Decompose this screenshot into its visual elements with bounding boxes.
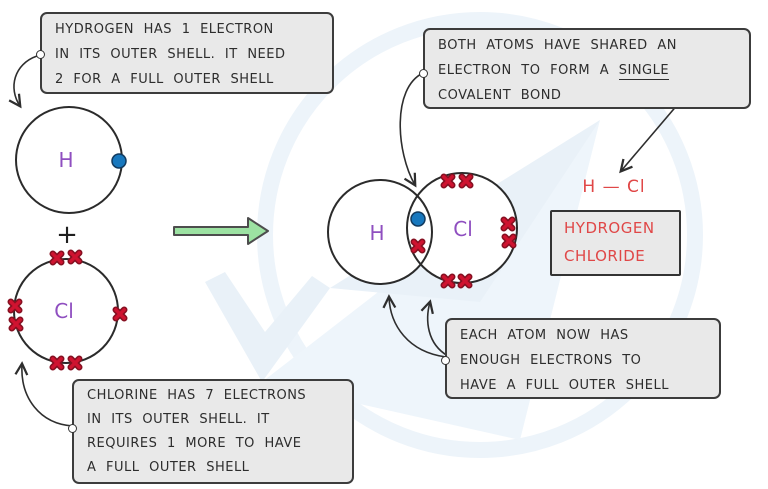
product-name-line: CHLORIDE <box>564 247 646 265</box>
molecule-electron-x <box>444 277 452 285</box>
arrow-chlorine-note <box>14 361 74 427</box>
note-line: COVALENT BOND <box>438 88 562 103</box>
molecule-electron-x <box>505 237 513 245</box>
chlorine-electron-x <box>12 320 20 328</box>
chlorine-electron-x <box>11 302 19 310</box>
hydrogen-note-box: HYDROGEN HAS 1 ELECTRON IN ITS OUTER SHE… <box>36 12 334 94</box>
note-line: ELECTRON TO FORM A SINGLE <box>438 58 741 83</box>
note-line: REQUIRES 1 MORE TO HAVE <box>87 436 302 451</box>
chlorine-electron-x <box>53 254 61 262</box>
hydrogen-electron-dot <box>111 153 127 169</box>
chlorine-note-box: CHLORINE HAS 7 ELECTRONS IN ITS OUTER SH… <box>68 379 354 484</box>
note-line: 2 FOR A FULL OUTER SHELL <box>55 72 274 87</box>
molecule-chlorine-label: Cl <box>453 217 473 241</box>
arrow-shared-bond-note <box>399 72 424 188</box>
note-line: ENOUGH ELECTRONS TO <box>460 353 642 368</box>
reaction-arrow <box>173 217 269 245</box>
full-shell-note-box: EACH ATOM NOW HAS ENOUGH ELECTRONS TO HA… <box>441 318 721 399</box>
molecule-electron-x <box>504 220 512 228</box>
product-name-line: HYDROGEN <box>564 219 655 237</box>
arrow-full-shell-left <box>382 294 447 358</box>
chlorine-electron-x <box>71 359 79 367</box>
plus-sign: + <box>56 220 78 250</box>
hcl-formula: H — Cl <box>582 177 646 197</box>
note-line: IN ITS OUTER SHELL. IT NEED <box>55 47 286 62</box>
note-line: A FULL OUTER SHELL <box>87 460 250 475</box>
note-line-text: ELECTRON TO FORM A <box>438 63 610 78</box>
shared-electron-dot <box>410 211 426 227</box>
arrow-full-shell-right <box>420 299 449 357</box>
note-line: IN ITS OUTER SHELL. IT <box>87 412 270 427</box>
connector-dot <box>36 50 45 59</box>
chlorine-electron-x <box>71 253 79 261</box>
connector-dot <box>68 424 77 433</box>
annotation-arrows <box>8 55 691 427</box>
underlined-word: SINGLE <box>618 63 670 80</box>
note-line: HYDROGEN HAS 1 ELECTRON <box>55 22 274 37</box>
hydrogen-atom: H <box>15 106 127 214</box>
note-line: EACH ATOM NOW HAS <box>460 328 629 343</box>
molecule-electron-x <box>461 277 469 285</box>
connector-dot <box>441 356 450 365</box>
connector-dot <box>419 69 428 78</box>
molecule-electron-x <box>462 177 470 185</box>
chlorine-atom: Cl <box>11 253 124 367</box>
hydrogen-atom-label: H <box>58 148 73 172</box>
shared-bond-note-box: BOTH ATOMS HAVE SHARED AN ELECTRON TO FO… <box>419 28 751 109</box>
molecule-hydrogen-circle <box>327 179 433 285</box>
product-name-box: HYDROGEN CHLORIDE <box>550 210 681 276</box>
shared-electron-x <box>414 242 422 250</box>
molecule-hydrogen-label: H <box>369 221 384 245</box>
chlorine-electron-x <box>116 310 124 318</box>
note-line: BOTH ATOMS HAVE SHARED AN <box>438 38 677 53</box>
note-line: HAVE A FULL OUTER SHELL <box>460 378 670 393</box>
hcl-molecule: H Cl <box>327 172 518 285</box>
molecule-electron-x <box>444 177 452 185</box>
chlorine-electron-x <box>53 359 61 367</box>
note-line: CHLORINE HAS 7 ELECTRONS <box>87 388 307 403</box>
chlorine-atom-label: Cl <box>54 299 74 323</box>
arrow-hydrogen-note <box>8 55 38 109</box>
